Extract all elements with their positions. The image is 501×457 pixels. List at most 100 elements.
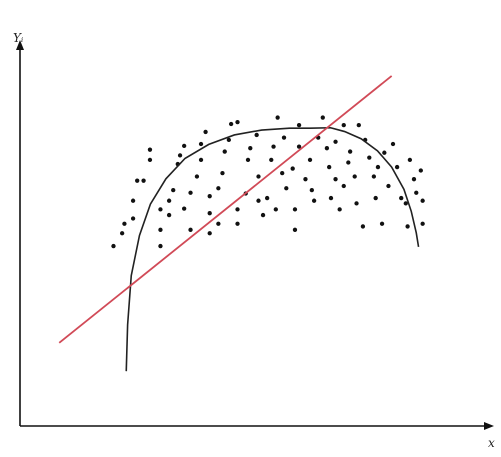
data-point-39	[245, 157, 251, 163]
x-axis-label: x	[488, 436, 495, 450]
data-point-8	[147, 157, 153, 163]
data-point-37	[235, 221, 240, 226]
data-point-92	[411, 177, 417, 182]
data-point-10	[158, 207, 163, 212]
data-point-96	[420, 221, 425, 226]
data-point-90	[405, 224, 410, 229]
data-point-4	[130, 216, 136, 221]
data-point-48	[275, 115, 280, 120]
data-point-14	[166, 198, 172, 203]
data-point-72	[346, 160, 351, 165]
data-point-23	[198, 157, 204, 163]
data-point-15	[171, 187, 176, 193]
data-point-6	[135, 178, 140, 183]
data-point-49	[273, 207, 278, 212]
data-point-79	[367, 155, 372, 160]
data-point-11	[158, 227, 163, 232]
data-point-63	[320, 115, 325, 120]
data-point-51	[281, 135, 287, 140]
data-point-86	[390, 141, 396, 147]
data-point-75	[354, 201, 359, 206]
data-point-61	[311, 198, 317, 203]
data-point-95	[420, 198, 425, 203]
data-point-30	[216, 221, 221, 226]
data-point-18	[182, 143, 187, 149]
data-point-29	[216, 186, 221, 191]
data-point-24	[198, 141, 204, 147]
data-point-76	[356, 122, 361, 128]
data-point-43	[256, 198, 261, 203]
data-point-32	[222, 149, 227, 154]
data-point-66	[328, 195, 334, 201]
data-point-85	[386, 183, 391, 189]
data-point-93	[414, 190, 419, 195]
data-point-2	[119, 231, 125, 236]
data-point-82	[375, 164, 381, 170]
data-point-9	[147, 147, 153, 152]
data-point-12	[158, 243, 163, 249]
data-point-54	[292, 207, 298, 212]
data-point-73	[347, 149, 353, 154]
data-point-71	[341, 122, 346, 128]
curved-trend-line	[125, 126, 420, 372]
data-point-17	[177, 153, 183, 158]
data-point-58	[303, 177, 308, 182]
data-point-68	[333, 139, 338, 144]
y-axis-label: Yᵢ	[13, 31, 24, 45]
data-point-36	[235, 207, 240, 212]
data-point-57	[296, 144, 302, 149]
data-point-19	[182, 206, 187, 211]
data-point-89	[403, 201, 408, 206]
data-point-42	[256, 174, 261, 179]
data-point-67	[333, 177, 338, 182]
data-point-74	[352, 174, 357, 179]
data-point-22	[194, 174, 200, 179]
y-axis-arrow	[16, 40, 24, 50]
data-point-77	[360, 224, 366, 229]
data-point-21	[188, 190, 193, 195]
axes-group: Yᵢ x	[13, 31, 495, 450]
data-point-13	[166, 212, 172, 218]
data-point-46	[269, 157, 274, 163]
data-point-84	[382, 150, 387, 155]
data-point-40	[248, 146, 253, 151]
data-point-55	[292, 227, 298, 232]
data-point-88	[399, 195, 404, 201]
data-point-52	[284, 186, 289, 191]
data-point-1	[111, 243, 116, 249]
data-point-35	[235, 119, 240, 125]
data-point-45	[265, 195, 270, 201]
x-axis-arrow	[484, 422, 494, 430]
data-point-7	[141, 178, 146, 183]
data-point-94	[418, 168, 423, 173]
data-point-87	[394, 164, 400, 170]
data-point-60	[309, 187, 314, 193]
data-point-5	[130, 198, 136, 203]
data-point-80	[371, 174, 377, 179]
data-point-70	[341, 183, 346, 189]
data-point-28	[207, 231, 212, 236]
data-point-81	[373, 195, 378, 201]
data-point-53	[290, 166, 295, 171]
data-point-47	[271, 144, 276, 149]
data-point-26	[207, 194, 212, 199]
data-point-3	[122, 221, 127, 226]
data-point-25	[203, 129, 208, 135]
series-layer	[58, 75, 425, 372]
data-point-27	[207, 211, 212, 216]
data-point-56	[296, 122, 302, 128]
data-point-83	[379, 221, 385, 226]
data-point-41	[254, 132, 259, 138]
data-point-50	[280, 170, 285, 176]
data-point-44	[260, 212, 266, 218]
data-point-20	[188, 227, 193, 232]
data-point-65	[327, 164, 332, 170]
data-point-69	[337, 207, 342, 212]
data-point-31	[220, 170, 225, 176]
data-point-34	[228, 121, 234, 127]
straight-trend-line	[58, 75, 393, 344]
data-point-59	[307, 157, 313, 163]
data-point-64	[324, 146, 330, 151]
